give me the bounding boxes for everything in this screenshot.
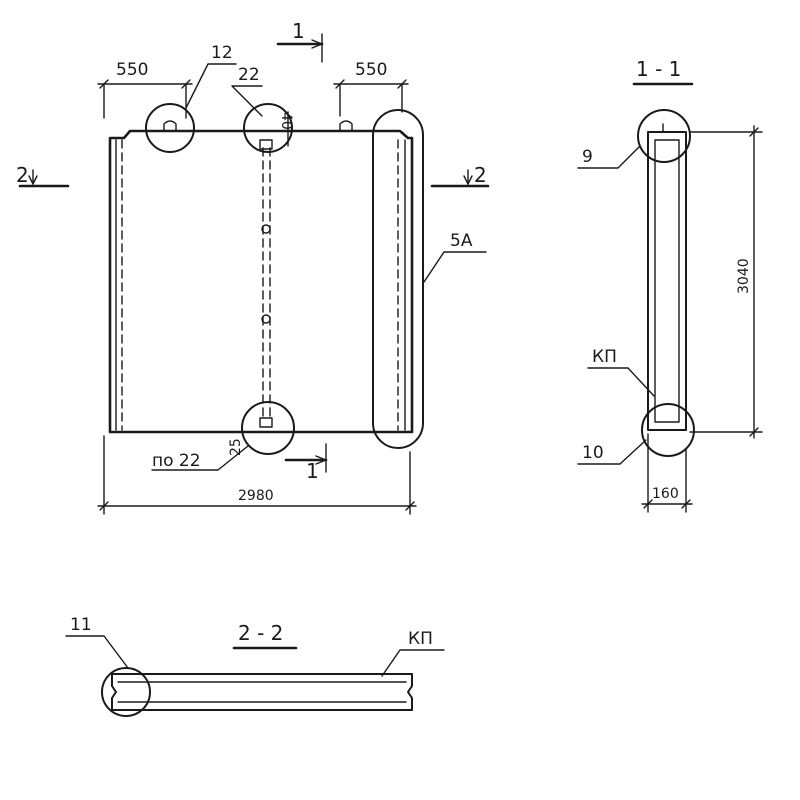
callout-22-bottom: по 22	[152, 451, 201, 471]
section-1-1: 1 - 1 9 КП 10 3040 160	[577, 57, 763, 513]
leader-12	[185, 63, 237, 109]
leader-5a	[423, 251, 487, 283]
callout-12: 12	[211, 43, 233, 63]
loop-detail-top	[259, 139, 273, 150]
cut-label-1-bottom: 1	[306, 459, 319, 483]
dim-tick	[749, 127, 759, 137]
leader-22-bottom	[151, 445, 249, 471]
dim-tick	[405, 501, 415, 511]
dim-tick	[397, 79, 407, 89]
lifting-loop-left	[163, 120, 177, 132]
detail-circle-22	[243, 103, 293, 153]
center-node	[261, 224, 271, 234]
leader-kp-2	[381, 649, 445, 677]
dim-25: 25	[228, 438, 244, 456]
dim-40: 40	[278, 112, 294, 130]
dim-160: 160	[652, 486, 679, 502]
dim-tick	[749, 427, 759, 437]
cut-arrow	[463, 175, 473, 185]
detail-circle-12	[145, 103, 195, 153]
front-view: 550 550 12 22 40 25 по 22 5А 2980	[97, 43, 487, 515]
lifting-loop-right	[339, 120, 353, 132]
callout-kp-1: КП	[592, 347, 617, 367]
cut-label-2-left: 2	[16, 163, 29, 187]
callout-10: 10	[582, 443, 604, 463]
callout-9: 9	[582, 147, 593, 167]
detail-circle-22-bottom	[241, 401, 295, 455]
dim-550-left: 550	[116, 60, 148, 80]
loop-detail-bottom	[259, 417, 273, 428]
section-1-1-profile	[647, 131, 687, 431]
dim-tick	[681, 499, 691, 509]
dim-550-right: 550	[355, 60, 387, 80]
section-2-2-profile	[111, 673, 413, 711]
cut-arrow	[315, 455, 327, 465]
callout-kp-2: КП	[408, 629, 433, 649]
detail-circle-11	[101, 667, 151, 717]
cut-arrow	[28, 175, 38, 185]
dim-tick	[181, 79, 191, 89]
dim-3040: 3040	[736, 258, 752, 294]
leader-10	[577, 439, 647, 465]
leader-22	[231, 85, 263, 117]
center-node	[261, 314, 271, 324]
detail-circle-9	[637, 109, 691, 163]
section-2-2-title: 2 - 2	[238, 621, 283, 645]
leader-9	[577, 145, 641, 169]
section-2-2: 2 - 2 11 КП	[65, 615, 445, 717]
leader-kp-1	[587, 367, 655, 397]
section-1-1-title: 1 - 1	[636, 57, 681, 81]
detail-oval-5a	[372, 109, 424, 449]
panel-outline	[108, 129, 414, 434]
callout-5a: 5А	[450, 231, 473, 251]
detail-circle-10	[641, 403, 695, 457]
callout-11: 11	[70, 615, 92, 635]
cut-label-2-right: 2	[474, 163, 487, 187]
dim-tick	[99, 79, 109, 89]
section-1-1-inner	[654, 139, 680, 423]
cut-label-1-top: 1	[292, 19, 305, 43]
callout-22: 22	[238, 65, 260, 85]
cut-arrow	[311, 39, 323, 49]
dim-tick	[335, 79, 345, 89]
leader-11	[65, 635, 129, 669]
dim-tick	[99, 501, 109, 511]
section-marks: 1 1 2 2	[16, 19, 490, 483]
dim-2980: 2980	[238, 488, 274, 504]
dim-tick	[643, 499, 653, 509]
